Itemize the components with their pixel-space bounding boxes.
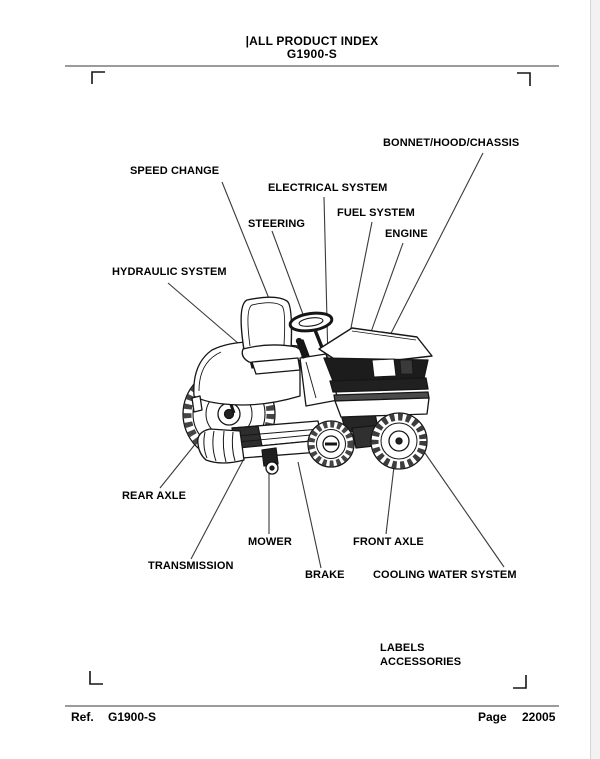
callout-label-mower: MOWER: [248, 536, 292, 548]
callout-label-accessories: ACCESSORIES: [380, 656, 462, 668]
callout-label-fuel-system: FUEL SYSTEM: [337, 207, 415, 219]
page-edge-strip: [590, 0, 600, 759]
corner-marks: [89, 71, 531, 689]
footer-page-number: 22005: [522, 710, 556, 724]
callout-label-speed-change: SPEED CHANGE: [130, 165, 220, 177]
corner-mark-bottom-left: [89, 671, 103, 685]
leader-bonnet-hood-chassis: [381, 152, 484, 352]
page-title: |ALL PRODUCT INDEX: [245, 34, 379, 48]
callout-label-hydraulic-system: HYDRAULIC SYSTEM: [112, 266, 227, 278]
front-wheel-left: [307, 420, 355, 468]
leader-brake: [297, 461, 322, 569]
steering-wheel: [288, 311, 334, 333]
front-wheel-right: [370, 412, 428, 470]
leader-front-axle: [385, 457, 396, 535]
callout-label-electrical-system: ELECTRICAL SYSTEM: [268, 182, 388, 194]
page-header: |ALL PRODUCT INDEX G1900-S: [65, 34, 559, 61]
tractor-illustration: [182, 296, 433, 475]
leader-steering: [271, 230, 305, 318]
callout-label-rear-axle: REAR AXLE: [122, 490, 187, 502]
seat: [240, 296, 303, 375]
leader-electrical-system: [323, 196, 329, 362]
footer-ref-value: G1900-S: [108, 710, 157, 724]
leader-transmission: [190, 450, 249, 560]
model-code: G1900-S: [286, 47, 338, 61]
callout-label-steering: STEERING: [248, 218, 306, 230]
corner-mark-bottom-right: [513, 675, 527, 689]
callout-label-front-axle: FRONT AXLE: [353, 536, 424, 548]
header-rule: [65, 65, 559, 67]
corner-mark-top-right: [517, 72, 531, 86]
corner-mark-top-left: [91, 71, 105, 84]
footer-rule: [65, 705, 559, 707]
callout-label-bonnet-hood-chassis: BONNET/HOOD/CHASSIS: [383, 137, 520, 149]
callout-label-engine: ENGINE: [385, 228, 428, 240]
callout-label-brake: BRAKE: [305, 569, 345, 581]
discharge-chute: [197, 428, 245, 464]
callout-label-labels: LABELS: [380, 642, 425, 654]
footer-ref-label: Ref.: [71, 710, 94, 724]
callout-label-cooling-water-system: COOLING WATER SYSTEM: [373, 569, 517, 581]
footer-page-label: Page: [478, 710, 507, 724]
leader-speed-change: [221, 181, 273, 307]
callout-label-transmission: TRANSMISSION: [148, 560, 234, 572]
hood: [318, 327, 433, 418]
leader-cooling-water-system: [417, 442, 505, 568]
